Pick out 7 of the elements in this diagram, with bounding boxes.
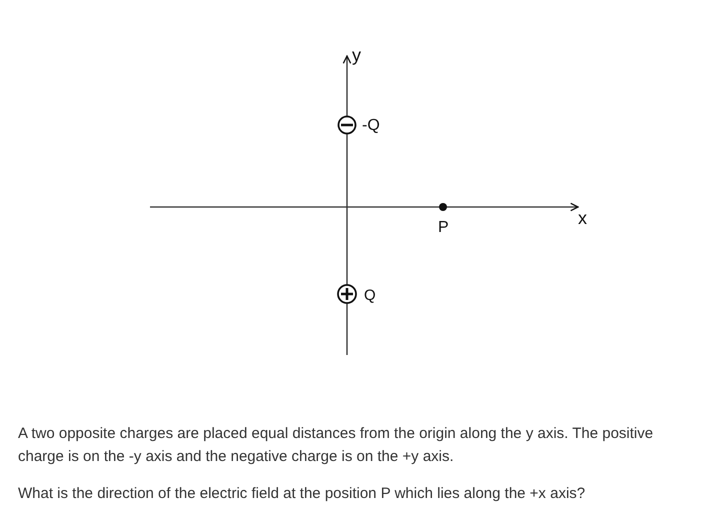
question-text: What is the direction of the electric field at the position P which lies along the +x axis? <box>18 484 586 504</box>
charge-label: Q <box>364 288 376 304</box>
axis-label: y <box>352 47 361 63</box>
charge-label: -Q <box>362 118 380 134</box>
question-text: A two opposite charges are placed equal distances from the origin along the y axis. The positive charge is on the -y axis and the negative charge is on the +y axis. <box>18 424 654 467</box>
axis-label: x <box>578 210 587 226</box>
point-label: P <box>438 220 449 236</box>
